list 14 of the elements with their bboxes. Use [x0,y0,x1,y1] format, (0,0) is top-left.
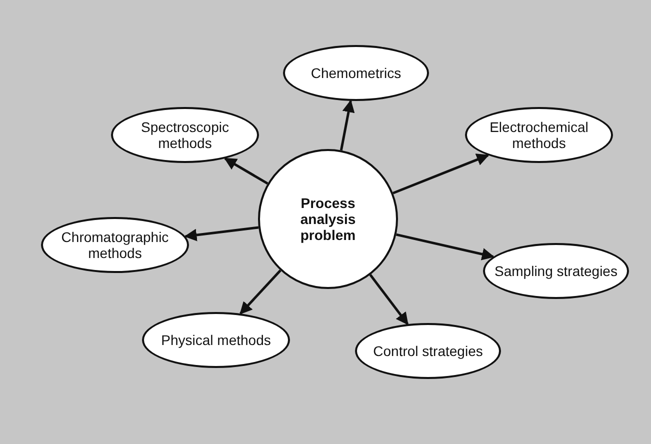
node-label: Chemometrics [310,65,402,81]
arrow [392,154,490,194]
arrow [224,157,268,185]
arrow [340,100,355,150]
node-label: Chromatographic methods [60,229,170,261]
node-label: Spectroscopic methods [140,119,230,151]
node-label: Process analysis problem [299,195,357,243]
node-label: Physical methods [161,332,271,348]
node-label: Control strategies [373,343,483,359]
arrow [240,270,282,314]
arrow [396,233,494,260]
node-label: Electrochemical methods [488,119,590,151]
arrow [369,274,409,326]
node-label: Sampling strategies [494,263,618,279]
